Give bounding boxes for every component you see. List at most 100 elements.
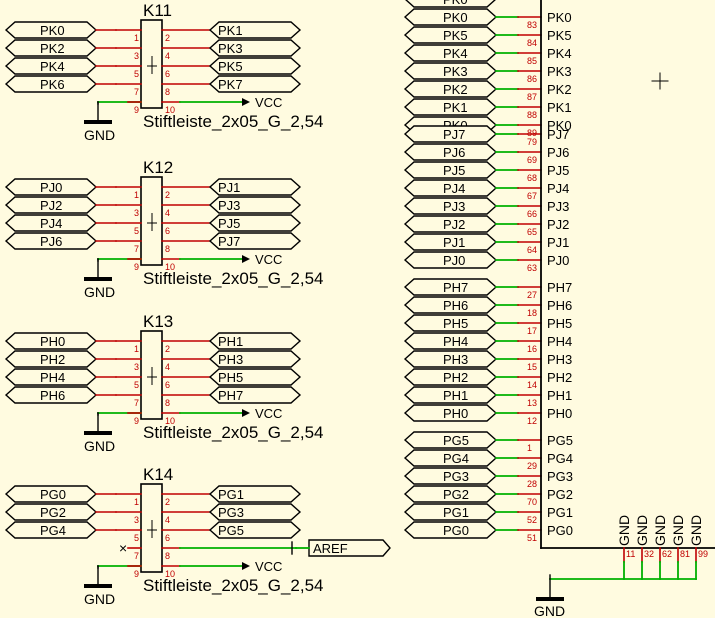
header-1-value: Stiftleiste_2x05_G_2,54 — [143, 112, 324, 131]
mcu-pin-number: 51 — [527, 533, 537, 543]
mcu-net-label: PG4 — [443, 451, 469, 466]
vcc-arrow — [242, 409, 250, 417]
mcu-pin-number: 87 — [527, 92, 537, 102]
mcu-pin-name: PG2 — [547, 487, 573, 502]
gnd-symbol-label: GND — [84, 127, 115, 143]
net-label-left: PJ6 — [40, 234, 62, 249]
header-2-value: Stiftleiste_2x05_G_2,54 — [143, 269, 324, 288]
pin-number: 8 — [165, 87, 170, 97]
mcu-pin-number: 18 — [527, 308, 537, 318]
net-label-left: PK2 — [40, 41, 65, 56]
mcu-pin-number: 66 — [527, 209, 537, 219]
mcu-pin-number: 28 — [527, 479, 537, 489]
pin-number: 7 — [134, 398, 139, 408]
pin-number: 2 — [165, 497, 170, 507]
pin-number: 5 — [134, 380, 139, 390]
pin-number: 7 — [134, 244, 139, 254]
mcu-pin-name: PJ2 — [547, 217, 569, 232]
pin-number: 1 — [134, 190, 139, 200]
mcu-net-label: PJ4 — [443, 181, 465, 196]
net-label-left: PJ4 — [40, 216, 62, 231]
pin-number: 10 — [165, 262, 175, 272]
mcu-pin-number: 99 — [698, 549, 708, 559]
mcu-pin-number: 84 — [527, 38, 537, 48]
mcu-pin-number: 65 — [527, 227, 537, 237]
aref-flag — [308, 539, 391, 557]
mcu-net-label: PG1 — [443, 505, 469, 520]
mcu-pin-name: PK5 — [547, 28, 572, 43]
mcu-pin-name: PH4 — [547, 334, 572, 349]
mcu-pin-name: PJ3 — [547, 199, 569, 214]
gnd-symbol-label: GND — [534, 603, 565, 618]
pin-number: 9 — [134, 416, 139, 426]
mcu-pin-name: PH3 — [547, 352, 572, 367]
mcu-net-label: PJ3 — [443, 199, 465, 214]
gnd-symbol-bar — [536, 597, 564, 601]
mcu-net-label: PK0 — [443, 10, 468, 25]
pin-number: 10 — [165, 569, 175, 579]
net-flag — [208, 386, 302, 404]
mcu-gnd-pin-label: GND — [652, 515, 668, 546]
mcu-pin-name: PG4 — [547, 451, 573, 466]
net-flag — [208, 21, 302, 39]
header-4-name: K14 — [143, 465, 173, 484]
mcu-net-label: PJ7 — [443, 127, 465, 142]
pin-number: 8 — [165, 244, 170, 254]
mcu-pin-name: PJ7 — [547, 127, 569, 142]
mcu-pin-number: 64 — [527, 245, 537, 255]
mcu-pin-name: PK2 — [547, 82, 572, 97]
mcu-pin-name: PJ4 — [547, 181, 569, 196]
net-label-right: PH3 — [218, 352, 243, 367]
gnd-symbol-label: GND — [84, 284, 115, 300]
net-label-right: PH7 — [218, 388, 243, 403]
pin-number: 6 — [165, 226, 170, 236]
pin-number: 4 — [165, 51, 170, 61]
mcu-pin-number: 14 — [527, 380, 537, 390]
mcu-pin-number: 27 — [527, 290, 537, 300]
net-label-right: PK3 — [218, 41, 243, 56]
mcu-pin-name: PG5 — [547, 433, 573, 448]
pin-number: 6 — [165, 69, 170, 79]
net-label-left: PH6 — [40, 388, 65, 403]
net-label-left: PG4 — [40, 523, 66, 538]
mcu-net-label: PH0 — [443, 406, 468, 421]
net-flag — [208, 485, 302, 503]
mcu-pin-number: 13 — [527, 398, 537, 408]
mcu-pin-name: PK1 — [547, 100, 572, 115]
mcu-pin-number: 85 — [527, 56, 537, 66]
pin-number: 8 — [165, 551, 170, 561]
pin-number: 5 — [134, 533, 139, 543]
net-label-left: PG2 — [40, 505, 66, 520]
mcu-pin-number: 79 — [527, 137, 537, 147]
pin-number: 2 — [165, 33, 170, 43]
mcu-pin-name: PH2 — [547, 370, 572, 385]
pin-number: 10 — [165, 105, 175, 115]
net-label-right: PH5 — [218, 370, 243, 385]
mcu-pin-number: 70 — [527, 497, 537, 507]
mcu-net-label: PH7 — [443, 280, 468, 295]
net-flag — [208, 350, 302, 368]
mcu-pin-number: 69 — [527, 155, 537, 165]
gnd-symbol-label: GND — [84, 591, 115, 607]
mcu-net-label: PG2 — [443, 487, 469, 502]
net-flag — [208, 75, 302, 93]
pin-number: 1 — [134, 33, 139, 43]
net-flag — [208, 521, 302, 539]
mcu-pin-name: PH5 — [547, 316, 572, 331]
net-label-right: PJ5 — [218, 216, 240, 231]
mcu-pin-number: 62 — [662, 549, 672, 559]
net-flag — [208, 332, 302, 350]
pin-number: 3 — [134, 362, 139, 372]
mcu-net-label: PK2 — [443, 82, 468, 97]
net-label-right: PJ7 — [218, 234, 240, 249]
mcu-net-label: PJ1 — [443, 235, 465, 250]
mcu-net-label: PH1 — [443, 388, 468, 403]
gnd-symbol-bar — [84, 431, 112, 435]
no-connect-mark: × — [119, 540, 127, 556]
mcu-pin-number: 11 — [626, 549, 635, 559]
mcu-pin-name: PG3 — [547, 469, 573, 484]
gnd-symbol-bar — [84, 277, 112, 281]
mcu-net-label: PK5 — [443, 28, 468, 43]
net-flag — [208, 196, 302, 214]
pin-number: 7 — [134, 551, 139, 561]
